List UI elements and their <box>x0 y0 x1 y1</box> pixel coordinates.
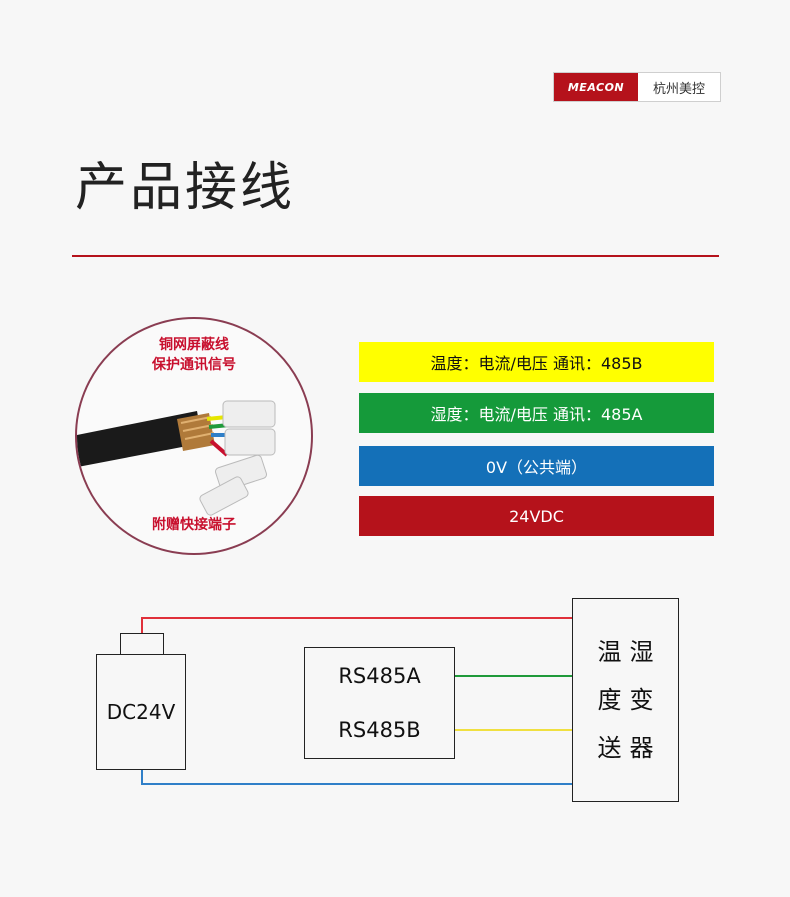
photo-label-terminal: 附赠快接端子 <box>152 517 236 533</box>
ground-wire <box>141 770 572 785</box>
power-supply-terminal <box>120 633 164 655</box>
cable-photo: 铜网屏蔽线 保护通讯信号 附赠快接端子 <box>75 317 313 555</box>
title-divider <box>72 255 719 257</box>
brand-logo: MEACON 杭州美控 <box>553 72 721 102</box>
legend-bar-24vdc: 24VDC <box>359 496 714 536</box>
rs485b-label: RS485B <box>338 718 421 742</box>
photo-label-protect: 保护通讯信号 <box>152 357 236 373</box>
power-supply: DC24V <box>96 654 186 770</box>
legend-bar-0v: 0V（公共端） <box>359 446 714 486</box>
legend-bar-485b: 温度：电流/电压 通讯：485B <box>359 342 714 382</box>
legend-bar-485a: 湿度：电流/电压 通讯：485A <box>359 393 714 433</box>
cable-illustration <box>77 400 276 516</box>
meacon-logo-mark: MEACON <box>554 73 638 101</box>
rs485-module: RS485A RS485B <box>304 647 455 759</box>
rs485a-label: RS485A <box>338 664 421 688</box>
humidity-transmitter: 温湿 度变 送器 <box>572 598 679 802</box>
power-wire <box>141 617 572 633</box>
power-supply-label: DC24V <box>106 700 176 724</box>
transmitter-label-line-2: 度变 <box>597 686 662 714</box>
transmitter-label-line-1: 温湿 <box>597 638 662 666</box>
photo-label-shield: 铜网屏蔽线 <box>159 337 229 353</box>
company-name: 杭州美控 <box>638 73 720 101</box>
page-title: 产品接线 <box>75 158 296 218</box>
transmitter-label-line-3: 送器 <box>597 734 662 762</box>
wiring-diagram <box>141 617 572 785</box>
